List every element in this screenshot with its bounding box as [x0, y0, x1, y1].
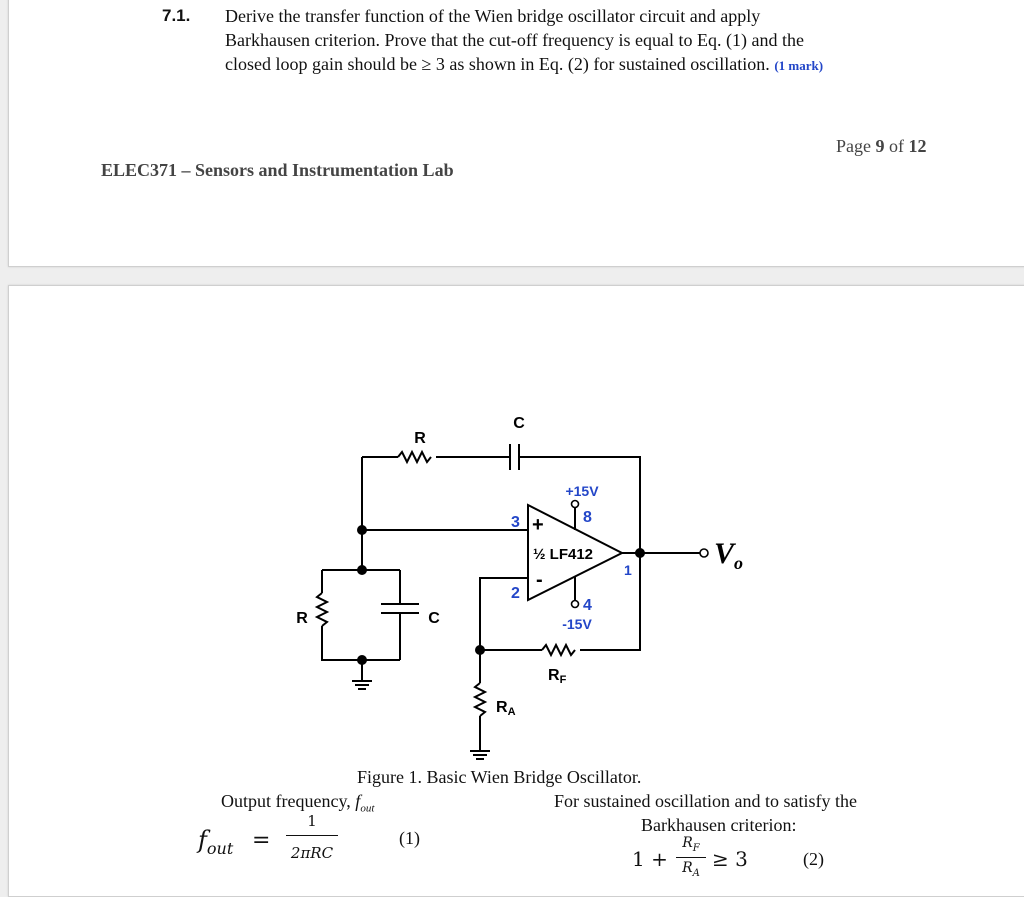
page-mid: of [884, 136, 909, 156]
label-rf-main: R [548, 667, 560, 684]
output-frequency-heading: Output frequency, fout [221, 791, 374, 815]
label-pin-1: 1 [624, 562, 632, 578]
question-line-3: closed loop gain should be ≥ 3 as shown … [225, 54, 823, 75]
eq2-den-sub: A [692, 867, 700, 879]
node-dot [357, 655, 367, 665]
node-dot [357, 565, 367, 575]
supply-pos-terminal [570, 499, 580, 509]
eq2-denominator: RA [676, 860, 706, 879]
label-r-shunt: R [296, 610, 308, 627]
eq1-lhs: fout [198, 826, 233, 858]
label-supply-pos: +15V [565, 483, 599, 499]
output-frequency-text: Output frequency, [221, 791, 356, 811]
sustained-oscillation-heading-2: Barkhausen criterion: [641, 815, 797, 835]
label-pin-3: 3 [511, 514, 520, 531]
label-ra-sub: A [508, 706, 516, 718]
label-c-series: C [513, 415, 525, 432]
circuit-wires [314, 444, 700, 760]
supply-neg-terminal [570, 599, 580, 609]
label-rf: RF [548, 667, 567, 686]
eq1-fraction-bar [286, 835, 338, 836]
question-line-3-text: closed loop gain should be ≥ 3 as shown … [225, 54, 770, 74]
eq1-numerator: 1 [307, 812, 317, 830]
document-page-top [8, 0, 1024, 267]
output-frequency-var: f [355, 791, 361, 811]
document-page-bottom [8, 285, 1024, 897]
eq1-number: (1) [399, 828, 420, 848]
eq2-relation: ≥ 3 [712, 847, 748, 871]
sustained-oscillation-heading-1: For sustained oscillation and to satisfy… [554, 791, 857, 811]
figure-caption: Figure 1. Basic Wien Bridge Oscillator. [357, 767, 642, 787]
label-opamp: ½ LF412 [533, 546, 593, 563]
label-vo: Vo [714, 537, 743, 573]
question-number: 7.1. [162, 6, 191, 25]
output-frequency-sub: out [360, 802, 375, 815]
eq2-number: (2) [803, 849, 824, 869]
label-ra-main: R [496, 699, 508, 716]
eq2-den-var: R [682, 860, 693, 876]
label-vo-main: V [714, 537, 737, 570]
page-prefix: Page [836, 136, 876, 156]
node-dot [475, 645, 485, 655]
eq1-lhs-var: f [198, 826, 207, 854]
label-vo-sub: o [734, 553, 743, 573]
label-pin-2: 2 [511, 585, 520, 602]
label-ra: RA [496, 699, 516, 718]
label-rf-sub: F [560, 674, 567, 686]
terminals [570, 499, 709, 609]
eq2-num-sub: F [692, 842, 700, 854]
eq2-prefix: 1 + [632, 847, 668, 871]
label-c-shunt: C [428, 610, 440, 627]
page-current: 9 [875, 136, 885, 156]
question-line-2: Barkhausen criterion. Prove that the cut… [225, 30, 804, 50]
page-number: Page 9 of 12 [836, 136, 927, 157]
label-pin-4: 4 [583, 597, 592, 614]
eq2-fraction-bar [676, 857, 706, 858]
node-dot [357, 525, 367, 535]
label-pin-8: 8 [583, 509, 592, 526]
mark-badge: (1 mark) [774, 58, 824, 73]
label-minus-input: - [536, 569, 543, 591]
label-r-series: R [414, 430, 426, 447]
eq1-equals: = [252, 828, 271, 853]
circuit-nodes [357, 525, 645, 665]
eq1-denominator: 2πRC [290, 844, 334, 862]
label-plus-input: + [532, 514, 544, 536]
course-footer: ELEC371 – Sensors and Instrumentation La… [101, 160, 454, 180]
question-line-1: Derive the transfer function of the Wien… [225, 6, 761, 26]
node-dot [635, 548, 645, 558]
eq2-num-var: R [682, 835, 693, 851]
label-supply-neg: -15V [562, 616, 592, 632]
page-total: 12 [908, 136, 927, 156]
output-terminal [699, 548, 709, 558]
eq2-numerator: RF [676, 835, 706, 854]
eq1-lhs-sub: out [206, 838, 234, 858]
